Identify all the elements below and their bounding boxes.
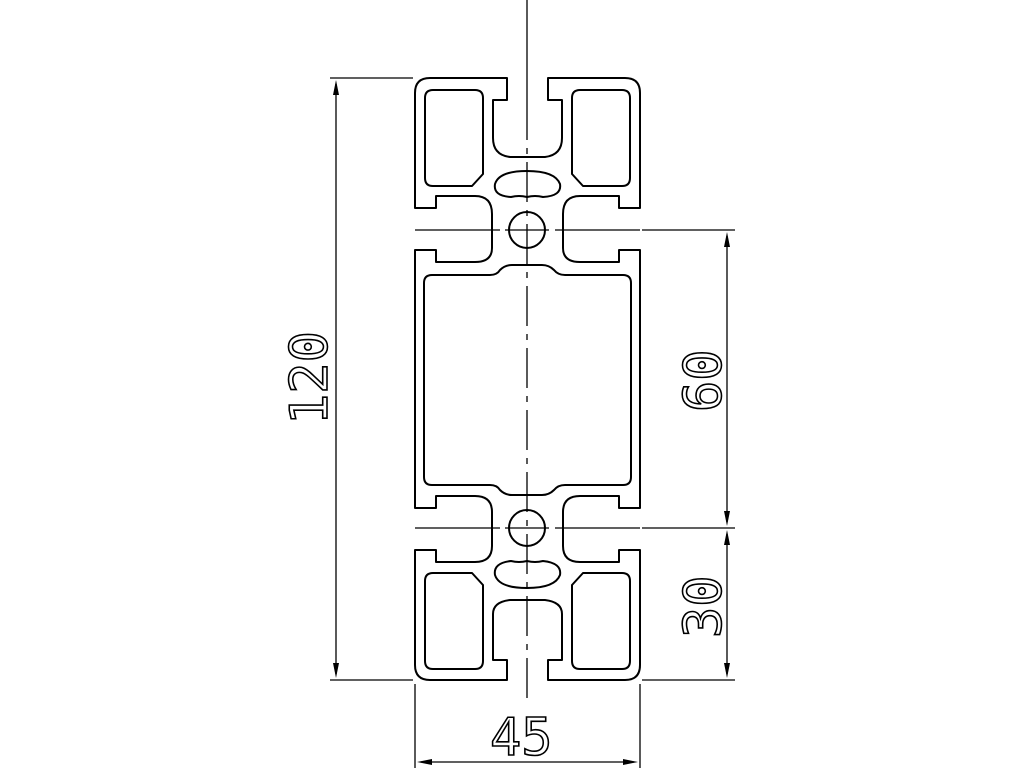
dimension-label-60: 60 — [674, 349, 734, 412]
arrowhead-down-icon — [724, 663, 730, 678]
dimension-slot-pitch: 60 — [642, 229, 735, 529]
dimension-label-30: 30 — [674, 575, 734, 638]
centerlines — [415, 0, 640, 700]
arrowhead-left-icon — [417, 759, 432, 765]
center-bore-upper — [508, 211, 546, 249]
kidney-core-lower — [493, 560, 562, 589]
pocket-top-left — [424, 89, 484, 187]
arrowhead-down-icon — [333, 663, 339, 678]
kidney-core-upper — [493, 170, 562, 198]
dimension-overall-height: 120 — [279, 77, 413, 681]
arrowhead-up-icon — [333, 80, 339, 95]
arrowhead-down-icon — [724, 511, 730, 526]
dimension-label-45: 45 — [490, 708, 553, 768]
pocket-bottom-right — [571, 572, 631, 670]
center-bore-lower — [508, 509, 546, 547]
dimension-edge-to-slot: 30 — [642, 530, 735, 681]
dimension-overall-width: 45 — [414, 684, 641, 768]
arrowhead-right-icon — [623, 759, 638, 765]
arrowhead-up-icon — [724, 530, 730, 545]
central-cavity — [423, 264, 632, 496]
pocket-top-right — [571, 89, 631, 187]
outer-profile-contour — [414, 77, 641, 681]
pocket-bottom-left — [424, 572, 484, 670]
arrowhead-up-icon — [724, 232, 730, 247]
dimension-label-120: 120 — [280, 331, 340, 425]
